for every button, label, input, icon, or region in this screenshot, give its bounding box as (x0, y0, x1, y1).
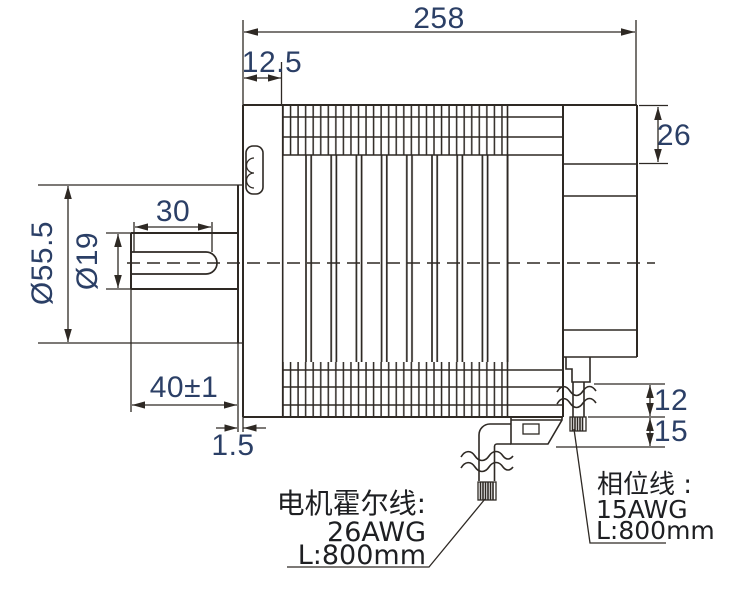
terminal-box (510, 417, 563, 445)
flange-clip-detail (245, 145, 264, 195)
phase-exit-block (565, 357, 591, 383)
dim-text-30: 30 (156, 195, 190, 228)
dim-phase-wire: 12 15 (556, 383, 688, 448)
dim-front-flange: 12.5 (242, 46, 302, 105)
dim-text-40: 40±1 (150, 371, 219, 404)
dim-text-55-5: Ø55.5 (26, 221, 59, 305)
phase-wire-exit (556, 357, 597, 432)
break-symbol (460, 450, 514, 473)
phase-wire-gauge: 15AWG (596, 495, 688, 524)
dim-text-258: 258 (413, 2, 465, 35)
shaft (130, 232, 238, 290)
dim-shaft-diameter: Ø19 (71, 232, 131, 290)
phase-wire-label: 相位线 : 15AWG L:800mm (573, 428, 715, 545)
hall-wire-length: L:800mm (298, 540, 426, 571)
dim-pilot-thickness: 1.5 (211, 417, 266, 462)
hall-wire-exit (460, 417, 563, 501)
hall-wire-gauge: 26AWG (327, 517, 426, 548)
dim-text-19: Ø19 (71, 232, 104, 290)
dim-text-12-5: 12.5 (242, 46, 302, 79)
cooling-fins (281, 105, 563, 417)
phase-wire-title: 相位线 : (597, 470, 692, 500)
dim-text-26: 26 (657, 119, 691, 152)
hall-leader-line (287, 498, 486, 568)
dim-shaft-length: 40±1 (130, 289, 239, 432)
break-symbol (556, 385, 597, 409)
phase-wire-tip (569, 416, 587, 432)
terminal-box-notch (522, 423, 540, 435)
dim-text-1-5: 1.5 (211, 429, 254, 462)
dim-text-15: 15 (654, 415, 688, 448)
hall-wire-title: 电机霍尔线: (277, 487, 426, 520)
dim-keyway: 30 (133, 195, 213, 252)
motor-body-outline (127, 104, 655, 418)
dim-total-length: 258 (242, 2, 637, 105)
phase-wire-length: L:800mm (596, 516, 715, 545)
rear-end-cover (562, 105, 638, 417)
hall-wire-label: 电机霍尔线: 26AWG L:800mm (277, 487, 486, 571)
dim-pilot-diameter: Ø55.5 (26, 184, 243, 344)
hall-wire-tip (477, 481, 497, 501)
phase-leader-line (573, 428, 666, 544)
dim-text-12: 12 (654, 384, 688, 417)
dim-rear-cover: 26 (639, 104, 691, 165)
